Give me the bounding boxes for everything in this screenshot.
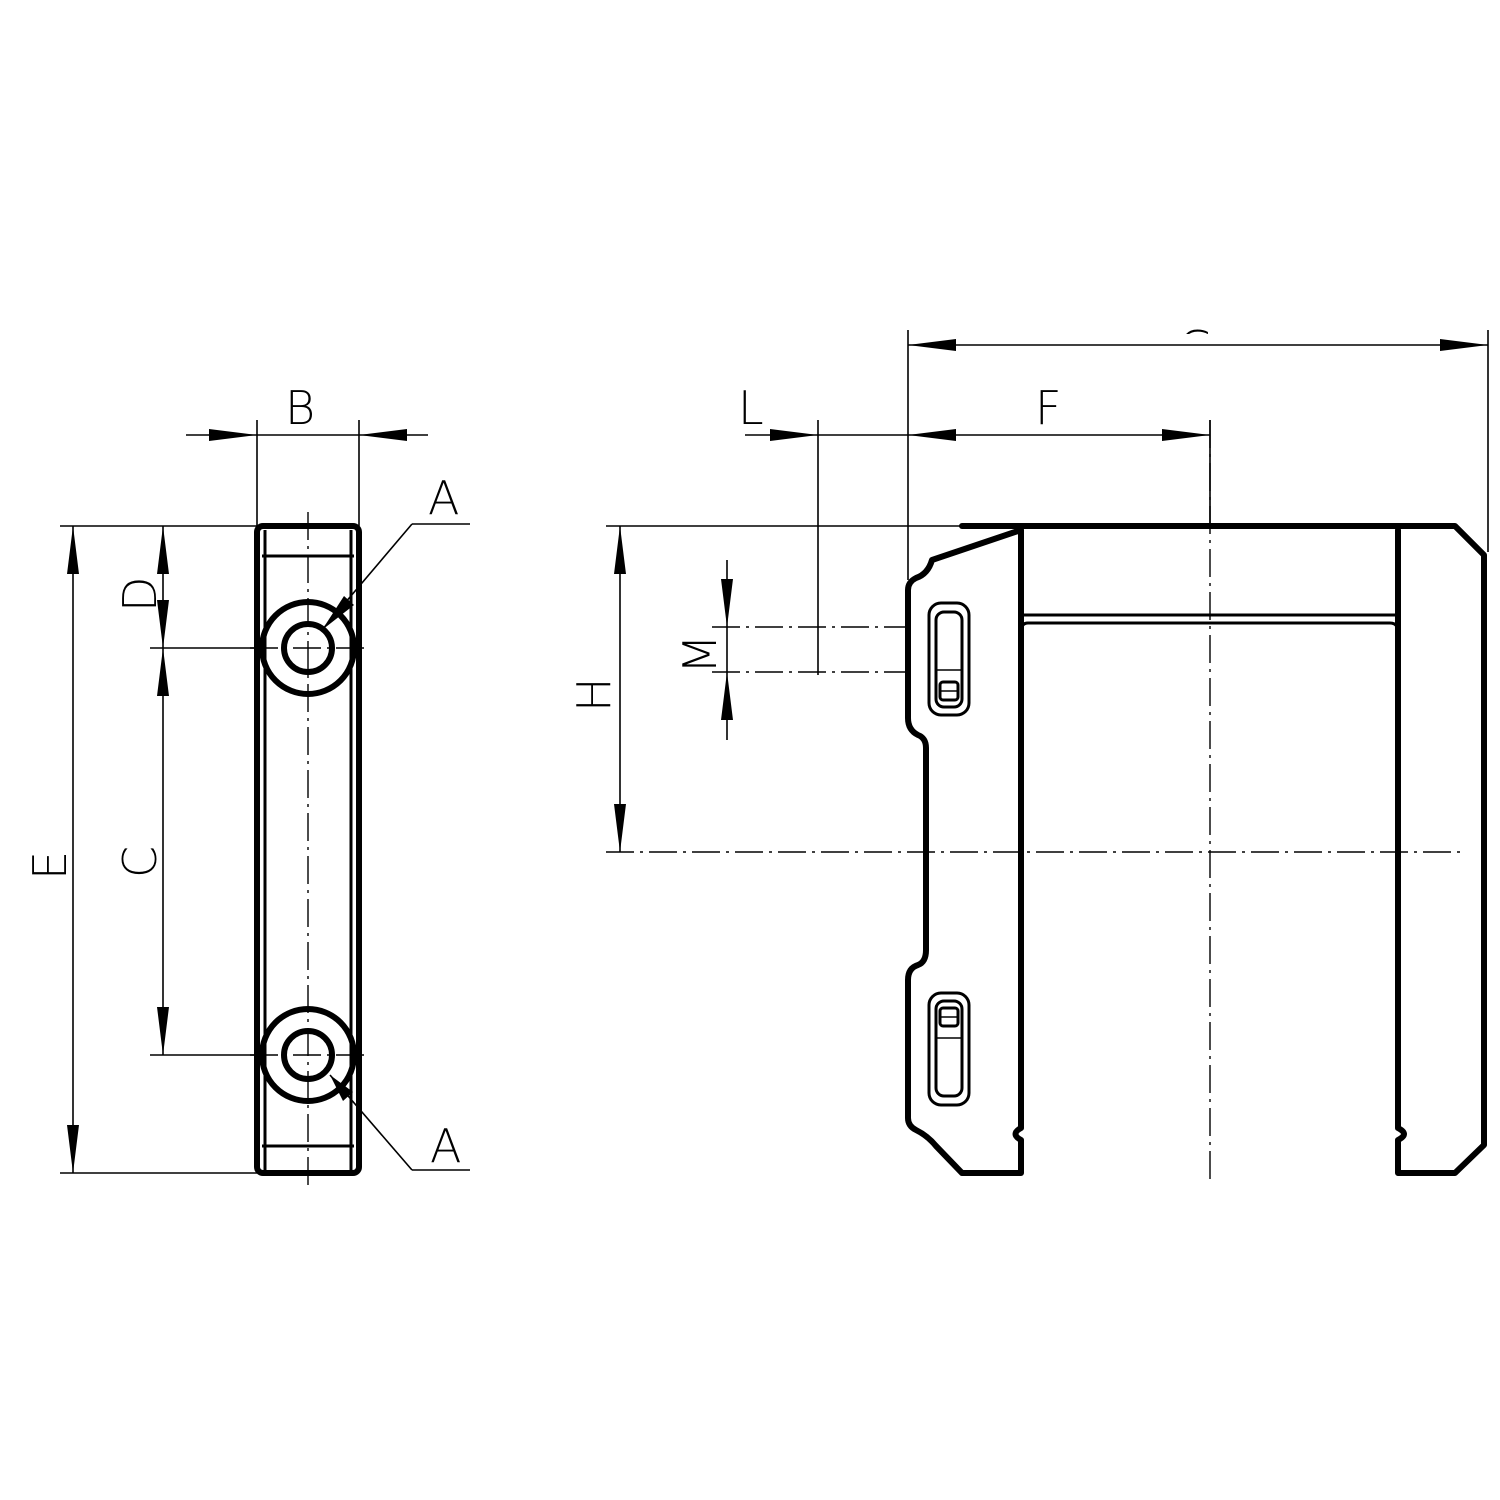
side-view: A A B E: [23, 381, 470, 1185]
label-m: M: [673, 634, 727, 674]
dimension-e: E: [23, 526, 79, 1173]
dimension-h: H: [567, 525, 962, 852]
label-h: H: [567, 677, 621, 712]
dimension-d: D: [113, 526, 169, 648]
label-g: G: [1178, 321, 1214, 375]
label-g-clip: G: [1178, 321, 1214, 375]
label-f: F: [1035, 381, 1061, 435]
label-b: B: [285, 381, 315, 435]
label-d: D: [113, 577, 167, 612]
dimension-b: B: [186, 381, 428, 526]
lower-slot: [927, 991, 971, 1107]
leader-a-bottom: A: [329, 1074, 470, 1173]
label-l: L: [738, 381, 764, 435]
dimension-g: G: [907, 321, 1489, 580]
upper-slot: [927, 601, 971, 717]
label-a-top: A: [428, 471, 459, 525]
dimension-m: M: [673, 560, 908, 740]
front-view: G L F H M: [567, 321, 1489, 1185]
dimension-c: C: [113, 648, 169, 1055]
dimension-l-f: L F: [738, 381, 1211, 675]
label-e: E: [23, 851, 77, 880]
leader-a-top: A: [321, 471, 470, 631]
label-c: C: [113, 846, 167, 878]
label-a-bottom: A: [430, 1119, 461, 1173]
front-view-outline: [905, 523, 1487, 1176]
